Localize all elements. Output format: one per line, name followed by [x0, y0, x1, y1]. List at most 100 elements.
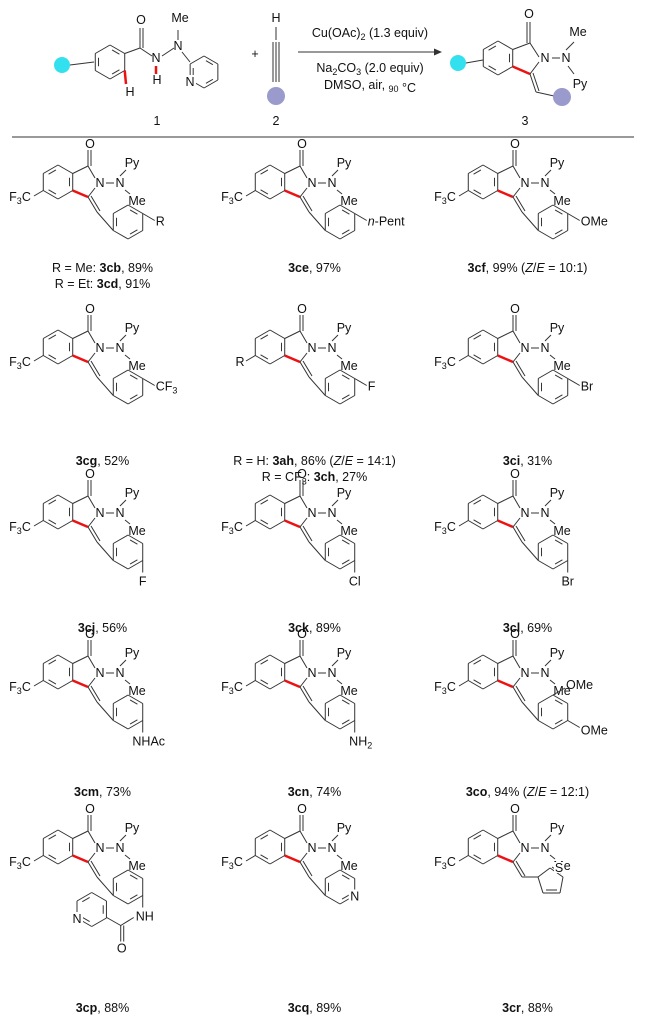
bond	[538, 395, 554, 405]
bond	[554, 394, 563, 400]
atom-label: N	[520, 666, 529, 680]
bond	[124, 354, 131, 360]
bond	[87, 165, 96, 179]
bond	[33, 355, 44, 362]
atom-label: H	[152, 73, 161, 87]
bond	[482, 855, 498, 865]
bond	[57, 654, 73, 664]
bond	[538, 230, 554, 240]
bond	[544, 334, 552, 342]
bond	[82, 897, 90, 903]
substituent-label: OMe	[566, 678, 593, 692]
atom-label: Me	[553, 194, 570, 208]
bond	[95, 70, 111, 80]
bond	[512, 65, 531, 76]
bond	[341, 394, 350, 400]
atom-label: Py	[125, 486, 140, 500]
bond	[129, 719, 138, 725]
bond	[299, 187, 308, 198]
mask	[554, 862, 564, 873]
bond	[96, 376, 114, 396]
atom-label: O	[510, 302, 520, 316]
bond	[497, 495, 514, 504]
bond	[87, 330, 96, 344]
bond	[512, 495, 521, 509]
compound-number: 1	[154, 114, 161, 128]
bond	[512, 526, 523, 543]
bond	[269, 329, 285, 339]
cyan-substituent-ball	[54, 57, 70, 73]
bond	[72, 854, 89, 864]
bond	[325, 694, 341, 704]
atom-label: Py	[337, 321, 352, 335]
bond	[129, 559, 138, 565]
bond	[512, 42, 531, 50]
atom-label: N	[540, 341, 549, 355]
bond	[354, 213, 367, 221]
bond	[43, 355, 59, 365]
bond	[255, 494, 271, 504]
atom-label: O	[510, 467, 520, 481]
bond	[119, 834, 127, 842]
bond	[497, 165, 514, 174]
atom-label: N	[115, 666, 124, 680]
caption-text: , 89%	[308, 621, 341, 635]
core-substituent: F3C	[434, 520, 456, 536]
bond	[120, 917, 134, 926]
compound-caption: 3cm, 73%	[0, 785, 210, 799]
bond	[260, 354, 269, 360]
mask	[184, 75, 196, 88]
caption-text: E	[344, 454, 354, 468]
bond	[473, 659, 482, 665]
bond	[91, 917, 107, 927]
bond	[325, 869, 341, 879]
bond	[113, 395, 129, 405]
caption-text: , 89%	[121, 261, 154, 275]
bond	[96, 541, 114, 561]
bond	[269, 829, 285, 839]
atom-label: N	[115, 176, 124, 190]
bond	[48, 499, 57, 505]
core-substituent: F3C	[221, 855, 243, 871]
bond	[544, 169, 552, 177]
bond	[483, 66, 499, 76]
atom-label: Py	[550, 321, 565, 335]
bond	[299, 517, 308, 528]
bond	[473, 169, 482, 175]
bond	[308, 211, 326, 231]
bond	[113, 720, 129, 730]
substituent-label: Br	[581, 380, 594, 394]
bond	[512, 655, 521, 669]
compound-caption: 3cr, 88%	[420, 1001, 635, 1015]
bond	[129, 894, 138, 900]
caption-text: = 14:1)	[353, 454, 396, 468]
bond	[299, 526, 310, 543]
reagent-text: CO	[337, 61, 356, 75]
bond	[119, 659, 127, 667]
atom-label: Me	[340, 359, 357, 373]
bond	[468, 829, 484, 839]
bond	[57, 829, 73, 839]
caption-text: 3ck	[288, 621, 309, 635]
reagent-text: Cu(OAc)	[312, 26, 361, 40]
bond	[339, 230, 355, 240]
atom-label: N	[327, 176, 336, 190]
bond	[336, 354, 343, 360]
atom-label: Py	[125, 646, 140, 660]
bond	[269, 494, 285, 504]
bond	[43, 520, 59, 530]
bond	[129, 374, 138, 380]
bond	[512, 677, 521, 688]
bond	[109, 44, 125, 54]
bond	[468, 190, 484, 200]
bond	[339, 204, 355, 214]
atom-label: O	[85, 137, 95, 151]
atom-label: O	[136, 13, 146, 27]
caption-text: 3ah	[272, 454, 294, 468]
caption-text: , 88%	[520, 1001, 553, 1015]
compound-caption: 3cj, 56%	[0, 621, 210, 635]
bond	[255, 829, 271, 839]
bond	[72, 189, 89, 199]
bond	[87, 196, 98, 213]
